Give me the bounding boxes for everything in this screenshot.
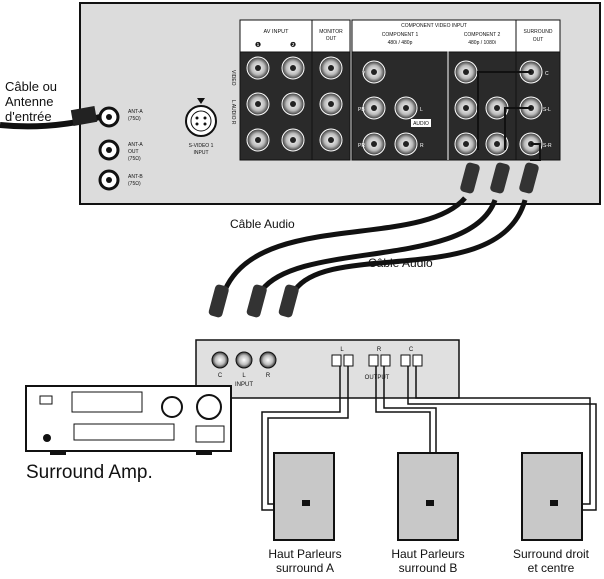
- antenna-label-2: Antenne: [5, 94, 53, 109]
- antenna-label-1: Câble ou: [5, 79, 57, 94]
- component2-title: COMPONENT 2: [464, 32, 501, 38]
- audio-cables: [222, 196, 528, 292]
- speaker-a: [273, 452, 335, 541]
- ant-a-label-2: (75Ω): [128, 116, 141, 122]
- av-input-title: AV INPUT: [264, 29, 290, 35]
- svideo-label-2: INPUT: [194, 150, 209, 156]
- audio-cable-label-2: Câble Audio: [368, 256, 433, 270]
- component1-res: 480i / 480p: [388, 40, 413, 46]
- audio-cable-label-1: Câble Audio: [230, 217, 295, 231]
- surround-sl-label: S-L: [543, 107, 551, 113]
- amp-out-l: L: [340, 347, 344, 353]
- antenna-label-3: d'entrée: [5, 109, 52, 124]
- speaker-c-label-2: et centre: [528, 561, 575, 575]
- speaker-b-label-1: Haut Parleurs: [391, 547, 464, 561]
- monitor-out-label-1: MONITOR: [319, 29, 343, 35]
- component1-title: COMPONENT 1: [382, 32, 419, 38]
- surround-sr-label: S-R: [543, 143, 552, 149]
- surround-out-label-1: SURROUND: [524, 29, 553, 35]
- surround-amp-label: Surround Amp.: [26, 462, 153, 483]
- video-side-label: VIDEO: [230, 70, 236, 86]
- pb-label: PB: [358, 107, 365, 113]
- antenna-jacks: [98, 106, 120, 191]
- component-title: COMPONENT VIDEO INPUT: [401, 23, 467, 29]
- amp-out-r: R: [377, 347, 382, 353]
- svideo-label-1: S-VIDEO 1: [189, 143, 214, 149]
- surround-amp-front: [25, 385, 232, 455]
- ant-b-label-1: ANT-B: [128, 174, 143, 180]
- ant-b-label-2: (75Ω): [128, 181, 141, 187]
- monitor-out-label-2: OUT: [326, 36, 337, 42]
- amp-input-l: L: [242, 373, 246, 379]
- av-input-1-label: ❶: [255, 41, 261, 49]
- comp1-r-label: R: [420, 143, 424, 149]
- ant-a-label-1: ANT-A: [128, 109, 143, 115]
- surround-c-label: C: [545, 71, 549, 77]
- av-input-jacks: [246, 56, 343, 152]
- amp-input-label: INPUT: [235, 382, 253, 388]
- comp1-l-label: L: [420, 107, 423, 113]
- ant-a-out-label-2: OUT: [128, 149, 139, 155]
- s-video-input: [185, 98, 217, 137]
- tv-rca-plugs: [460, 162, 539, 194]
- amp-input-c: C: [218, 373, 223, 379]
- speaker-b-label-2: surround B: [399, 561, 458, 575]
- audio-tag: AUDIO: [413, 121, 429, 127]
- speaker-a-label-2: surround A: [276, 561, 334, 575]
- speaker-a-label-1: Haut Parleurs: [268, 547, 341, 561]
- amp-back-panel: [195, 339, 460, 399]
- speaker-c-label-1: Surround droit: [513, 547, 590, 561]
- tv-back-panel: AV INPUT ❶ ❷ MONITOR OUT COMPONENT VIDEO…: [79, 2, 601, 205]
- component2-res: 480p / 1080i: [468, 40, 496, 46]
- antenna-cable: [0, 106, 101, 130]
- amp-input-r: R: [266, 373, 271, 379]
- amp-output-label: OUTPUT: [365, 375, 390, 381]
- pr-label: PR: [358, 143, 365, 149]
- speaker-b: [397, 452, 459, 541]
- speaker-c: [521, 452, 583, 541]
- surround-out-label-2: OUT: [533, 37, 544, 43]
- amp-out-c: C: [409, 347, 414, 353]
- component-jacks: [362, 60, 509, 156]
- ant-a-out-label-3: (75Ω): [128, 156, 141, 162]
- amp-rca-plugs: [208, 284, 299, 318]
- y-label: Y: [362, 71, 366, 77]
- ant-a-out-label-1: ANT-A: [128, 142, 143, 148]
- surround-out-wires: [477, 71, 541, 161]
- audio-side-label: L AUDIO R: [230, 100, 236, 125]
- av-input-2-label: ❷: [290, 41, 296, 49]
